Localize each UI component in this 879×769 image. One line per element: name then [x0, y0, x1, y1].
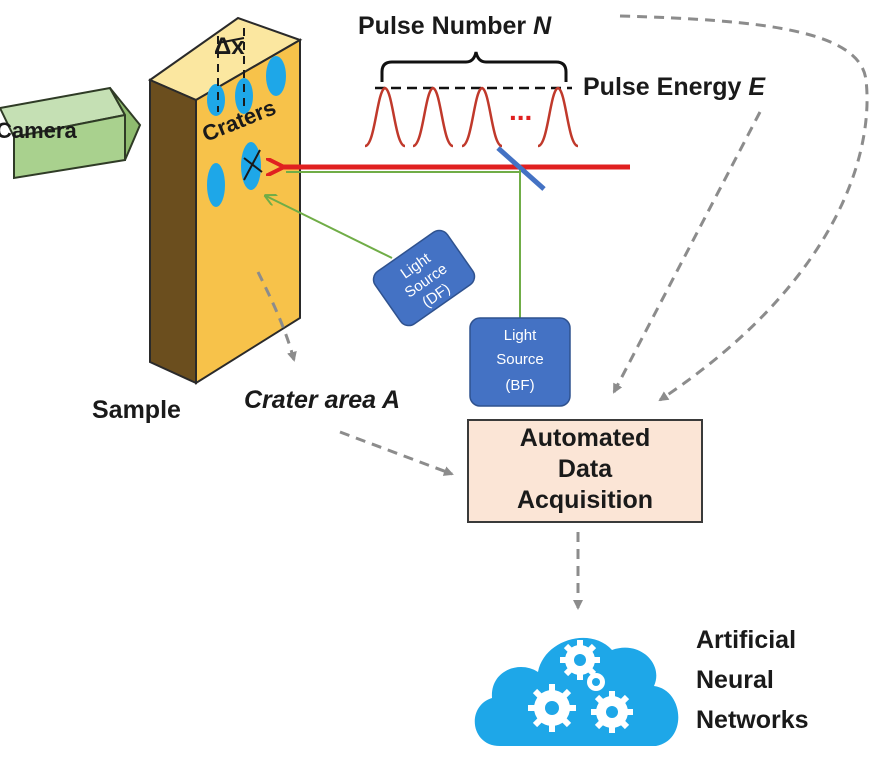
light-bf-line-3: (BF) [505, 377, 534, 394]
pulse-energy-label: Pulse Energy E [583, 73, 766, 101]
ann-line-1: Artificial [696, 626, 796, 654]
acquisition-line-2: Data [558, 455, 613, 483]
dashed-arrows [256, 14, 869, 610]
light-source-df: Light Source (DF) [372, 229, 476, 327]
gear-icon [528, 640, 633, 733]
df-beam [266, 196, 393, 259]
pulse-number-label: Pulse Number N [358, 12, 552, 40]
light-bf-line-2: Source [496, 351, 544, 368]
sample-label: Sample [92, 396, 181, 424]
delta-x-label: Δx [214, 33, 245, 60]
ann-line-3: Networks [696, 706, 809, 734]
ann-line-2: Neural [696, 666, 774, 694]
crater [207, 163, 225, 207]
light-bf-line-1: Light [504, 327, 537, 344]
crater [207, 84, 225, 116]
camera-icon: Camera [0, 86, 142, 180]
acquisition-line-1: Automated [520, 424, 651, 452]
crater [235, 78, 253, 114]
crater [266, 56, 286, 96]
pulse-brace [380, 51, 568, 82]
pulse-train [364, 86, 579, 148]
light-source-bf: Light Source (BF) [469, 317, 571, 407]
beam-splitter [496, 146, 546, 191]
pulse-dots: ... [509, 95, 532, 126]
craters [207, 28, 286, 207]
automated-data-acquisition-box: Automated Data Acquisition [467, 419, 703, 523]
sample-side [149, 78, 197, 385]
acquisition-line-3: Acquisition [517, 486, 653, 514]
sample-block [147, 16, 303, 385]
crater-area-label: Crater area A [244, 386, 400, 414]
camera-label: Camera [0, 118, 77, 143]
sample-face [195, 38, 301, 385]
cloud-icon [474, 637, 679, 746]
